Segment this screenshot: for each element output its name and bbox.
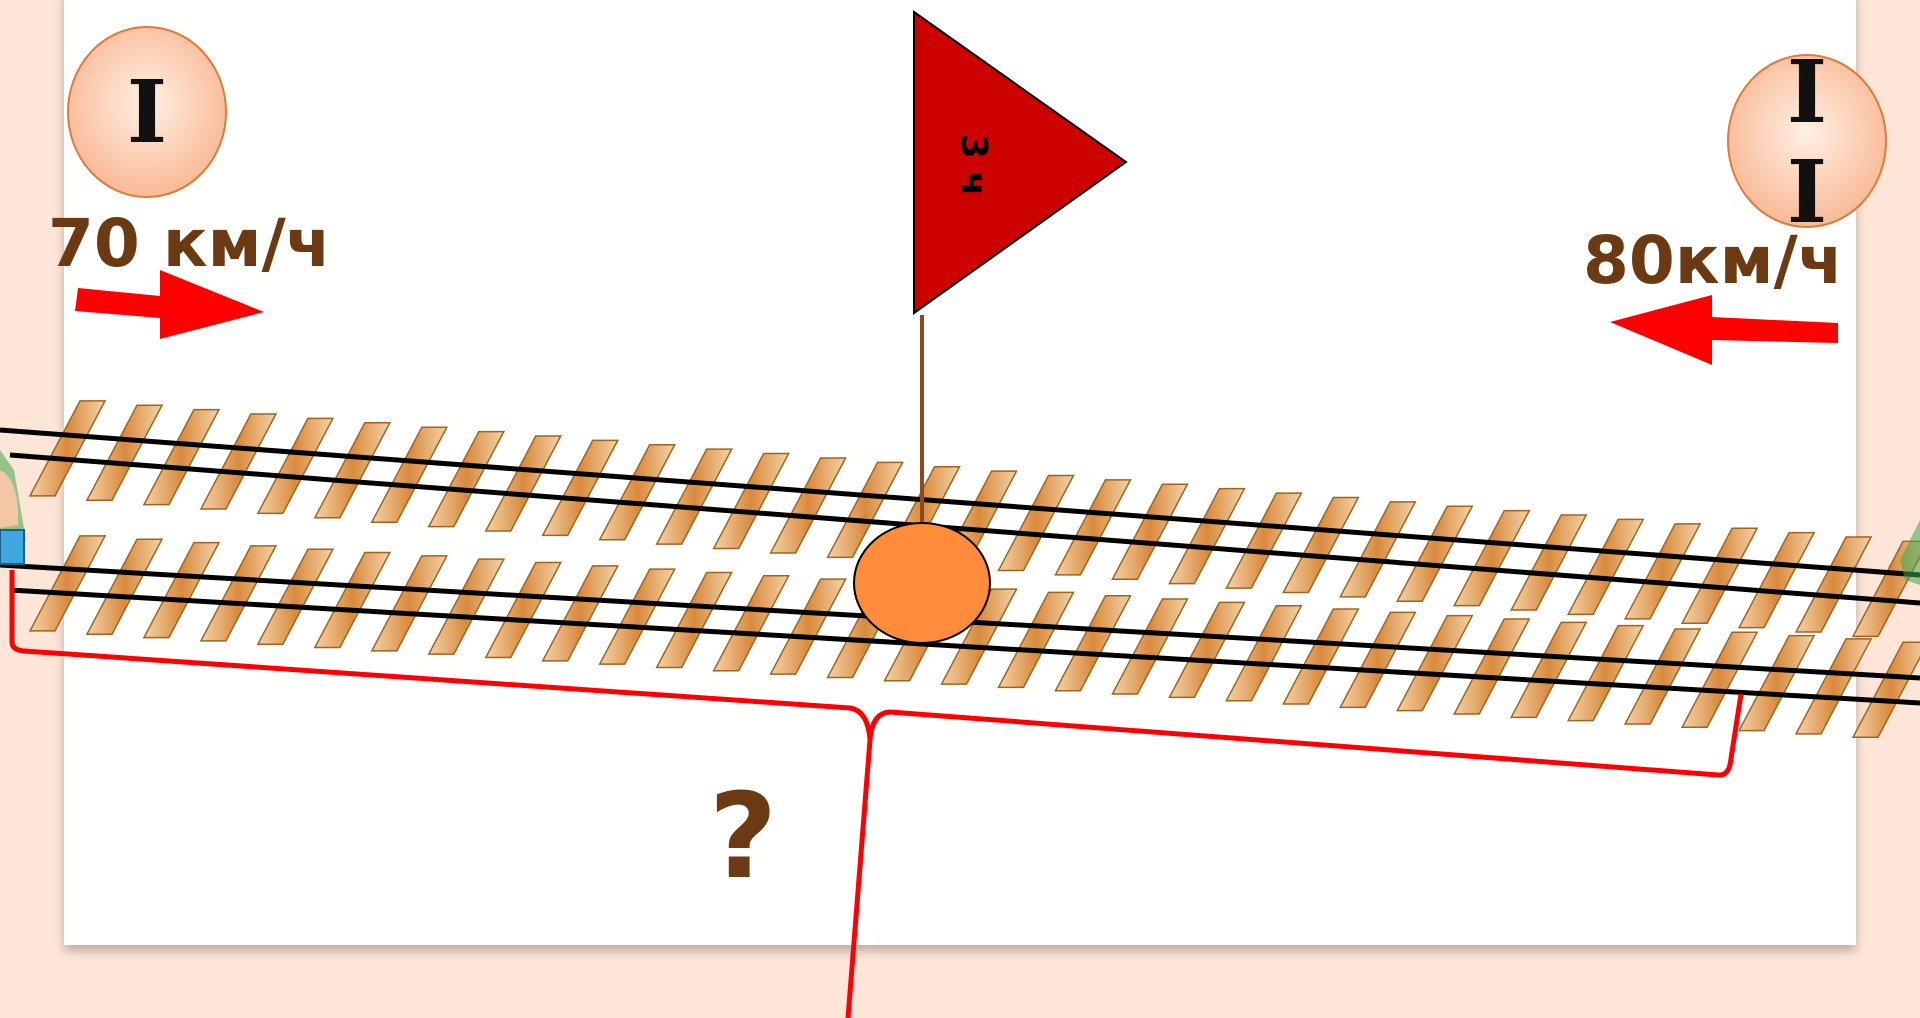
train-1-speed: 70 км/ч: [48, 205, 331, 282]
track-sleeper: [541, 439, 619, 537]
track-sleeper: [1566, 624, 1645, 722]
track-sleeper: [1282, 608, 1360, 705]
track-sleeper: [199, 545, 278, 642]
track-sleeper: [1168, 487, 1246, 585]
right-arrow-icon: [75, 270, 264, 339]
train-2-icon: [1900, 520, 1920, 585]
track-sleeper: [427, 430, 506, 528]
track-sleeper: [712, 575, 790, 672]
track-sleeper: [541, 565, 619, 662]
train-2-badge: I I: [1727, 42, 1887, 243]
track-sleeper: [199, 413, 278, 510]
track-sleeper: [1794, 536, 1873, 633]
track-sleeper: [1054, 479, 1132, 576]
track-sleeper: [1225, 492, 1303, 589]
track-sleeper: [142, 541, 221, 639]
train-1-badge: I: [67, 26, 227, 198]
track-sleeper: [1111, 598, 1189, 695]
track-sleeper: [1339, 501, 1417, 598]
track-sleeper: [1623, 523, 1702, 620]
train-1-number: I: [127, 62, 167, 163]
track-sleeper: [313, 422, 392, 519]
left-arrow-icon: [1610, 295, 1838, 365]
track-sleeper: [1282, 496, 1360, 594]
track-sleeper: [1396, 505, 1474, 602]
track-sleeper: [256, 548, 335, 645]
train-2-number-top: I: [1787, 42, 1827, 143]
track-sleeper: [1509, 514, 1588, 611]
track-sleeper: [1111, 483, 1189, 581]
track-sleeper: [256, 417, 335, 515]
unknown-distance-label: ?: [709, 767, 777, 905]
track-sleeper: [1339, 611, 1417, 709]
track-sleeper: [1623, 628, 1702, 725]
track-sleeper: [1453, 509, 1531, 607]
track-sleeper: [85, 404, 164, 501]
track-sleeper: [598, 444, 676, 541]
track-sleeper: [1680, 527, 1759, 624]
track-sleeper: [28, 535, 107, 632]
track-sleeper: [1225, 604, 1303, 702]
track-sleeper: [370, 426, 449, 523]
lower-track-sleepers: [28, 535, 1920, 739]
track-sleeper: [940, 588, 1018, 685]
track-sleeper: [427, 558, 506, 655]
track-sleeper: [313, 551, 392, 649]
track-sleeper: [769, 578, 847, 675]
meeting-point-icon: [853, 522, 991, 644]
flag-time-label: 3 ч: [953, 134, 994, 196]
track-sleeper: [1851, 641, 1920, 739]
track-sleeper: [1794, 638, 1873, 735]
track-sleeper: [1168, 601, 1246, 699]
track-sleeper: [997, 591, 1075, 689]
train-1-icon: [0, 450, 26, 565]
track-sleeper: [712, 452, 790, 550]
track-sleeper: [598, 568, 676, 665]
track-sleeper: [484, 561, 562, 659]
track-sleeper: [484, 435, 562, 532]
track-sleeper: [1396, 614, 1474, 712]
track-sleeper: [1566, 518, 1645, 616]
track-sleeper: [1737, 531, 1816, 629]
track-sleeper: [1737, 634, 1816, 732]
track-sleeper: [1509, 621, 1588, 719]
flag-icon: 3 ч: [913, 10, 1128, 535]
track-sleeper: [826, 461, 904, 559]
curly-brace-icon: [9, 570, 1744, 1018]
track-sleeper: [1680, 631, 1759, 729]
upper-track-sleepers: [28, 400, 1920, 638]
train-2-speed: 80км/ч: [1583, 222, 1843, 299]
track-sleeper: [1054, 594, 1132, 692]
track-sleeper: [997, 474, 1075, 572]
track-sleeper: [1453, 618, 1531, 715]
track-sleeper: [655, 571, 733, 669]
track-sleeper: [769, 457, 847, 554]
track-sleeper: [142, 408, 221, 506]
track-sleeper: [370, 555, 449, 652]
track-sleeper: [655, 448, 733, 545]
track-sleeper: [85, 538, 164, 635]
train-2-number-bottom: I: [1787, 142, 1827, 243]
upper-track-rails: [0, 427, 1920, 606]
track-sleeper: [28, 400, 107, 497]
